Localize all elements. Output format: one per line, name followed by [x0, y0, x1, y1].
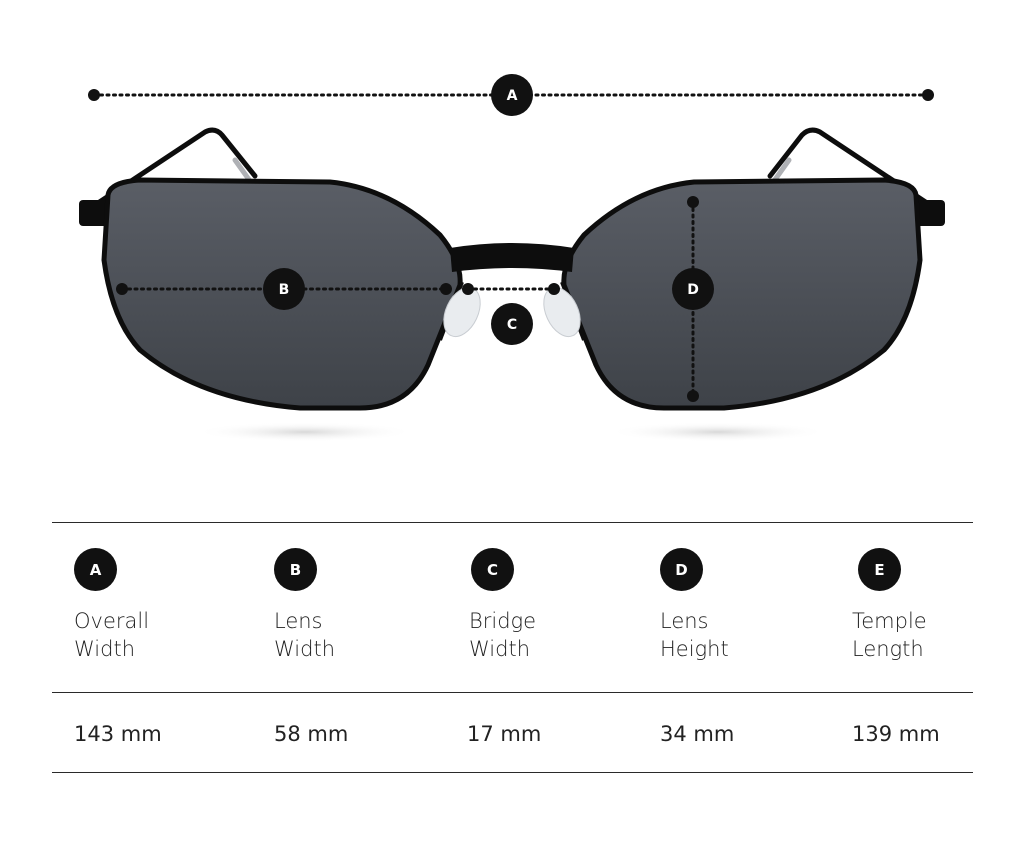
spec-overall-width: A Overall Width	[74, 548, 254, 663]
spec-name-line1: Lens	[660, 609, 709, 633]
spec-value-bridge-width: 17 mm	[467, 722, 542, 746]
sunglasses-diagram: A B C D	[79, 74, 945, 442]
spec-badge-c: C	[471, 548, 514, 591]
marker-a-label: A	[507, 88, 518, 104]
spec-value-overall-width: 143 mm	[74, 722, 162, 746]
spec-name: Overall Width	[74, 607, 254, 663]
left-hinge	[79, 200, 109, 226]
table-middle-rule	[52, 692, 973, 693]
spec-name-line1: Lens	[274, 609, 323, 633]
spec-name: Lens Width	[274, 607, 454, 663]
spec-name: Lens Height	[660, 607, 840, 663]
spec-value-lens-width: 58 mm	[274, 722, 349, 746]
dimension-b-lens-width: B	[116, 268, 452, 310]
spec-badge-d: D	[660, 548, 703, 591]
spec-bridge-width: C Bridge Width	[469, 548, 649, 663]
spec-name-line2: Height	[660, 637, 729, 661]
marker-b-badge	[263, 268, 305, 310]
spec-badge-a: A	[74, 548, 117, 591]
left-lens-shadow	[195, 422, 415, 442]
spec-value-temple-length: 139 mm	[852, 722, 940, 746]
right-temple	[767, 127, 933, 208]
dimension-c-bridge-width: C	[462, 283, 560, 345]
spec-name: Bridge Width	[469, 607, 649, 663]
table-top-rule	[52, 522, 973, 523]
table-bottom-rule	[52, 772, 973, 773]
spec-name-line1: Bridge	[469, 609, 537, 633]
spec-name-line2: Length	[852, 637, 924, 661]
spec-badge-b: B	[274, 548, 317, 591]
dimension-d-lens-height: D	[672, 196, 714, 402]
spec-name-line1: Overall	[74, 609, 150, 633]
bridge	[450, 243, 574, 272]
right-hinge	[915, 200, 945, 226]
spec-name-line2: Width	[274, 637, 336, 661]
marker-d-badge	[672, 268, 714, 310]
spec-temple-length: E Temple Length	[852, 548, 1024, 663]
spec-name-line2: Width	[469, 637, 531, 661]
spec-lens-width: B Lens Width	[274, 548, 454, 663]
marker-a-badge	[491, 74, 533, 116]
spec-name-line2: Width	[74, 637, 136, 661]
marker-b-label: B	[279, 282, 290, 298]
left-temple	[92, 127, 258, 208]
marker-d-label: D	[687, 282, 699, 298]
spec-lens-height: D Lens Height	[660, 548, 840, 663]
right-lens	[561, 177, 923, 411]
marker-c-badge	[491, 303, 533, 345]
spec-badge-e: E	[858, 548, 901, 591]
right-lens-shadow	[608, 422, 828, 442]
spec-name: Temple Length	[852, 607, 1024, 663]
marker-c-label: C	[507, 317, 517, 333]
spec-name-line1: Temple	[852, 609, 927, 633]
spec-value-lens-height: 34 mm	[660, 722, 735, 746]
dimension-a-overall-width: A	[88, 74, 934, 116]
